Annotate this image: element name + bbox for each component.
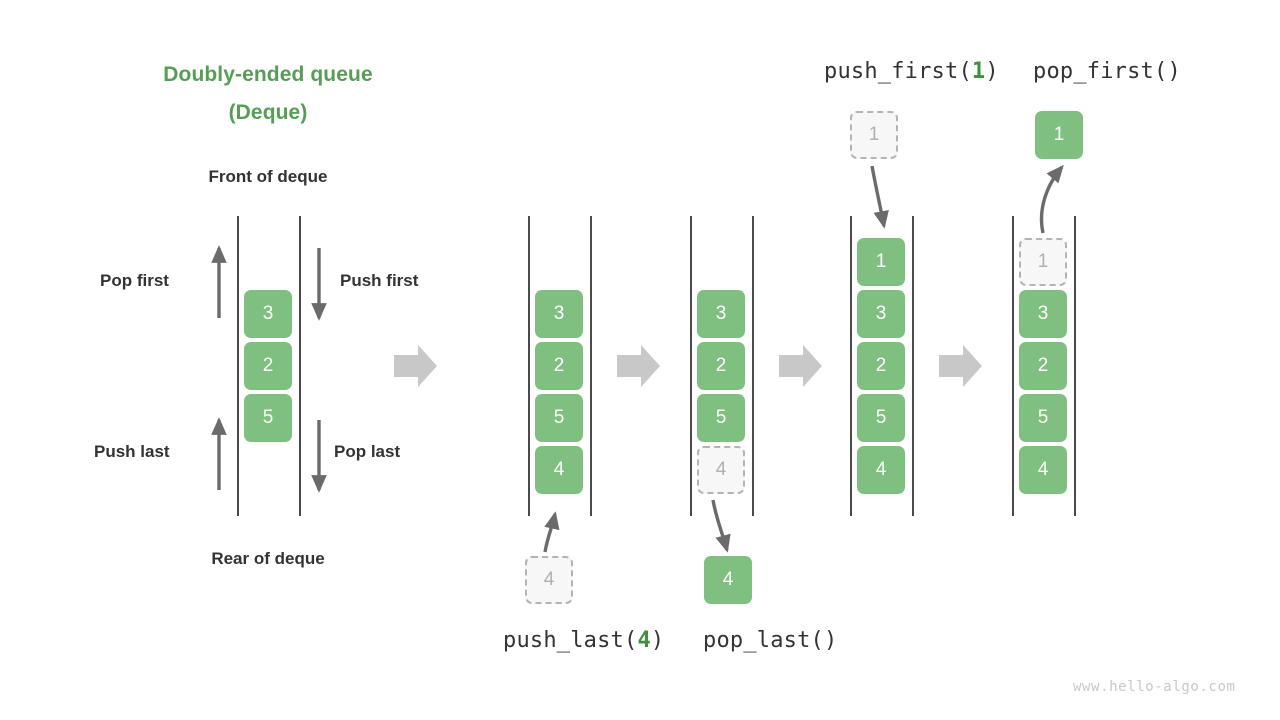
front-of-deque-label: Front of deque [208, 167, 328, 186]
deque-cell: 1 [857, 238, 905, 286]
op-arg: 4 [637, 628, 651, 653]
incoming-element-ghost: 4 [525, 556, 573, 604]
deque-rail-right [590, 216, 592, 516]
deque-cell-ghost: 1 [1019, 238, 1067, 286]
deque-cell: 5 [535, 394, 583, 442]
popped-element: 4 [704, 556, 752, 604]
push-last-operation-caption: push_last(4) [503, 628, 664, 653]
deque-cell: 2 [244, 342, 292, 390]
pop-first-operation-caption: pop_first() [1033, 59, 1181, 84]
deque-cell: 4 [857, 446, 905, 494]
deque-cell: 2 [857, 342, 905, 390]
deque-cell-ghost: 4 [697, 446, 745, 494]
deque-cell: 5 [697, 394, 745, 442]
watermark: www.hello-algo.com [1073, 679, 1236, 695]
page-title-line1: Doubly-ended queue [163, 63, 373, 86]
incoming-element-ghost: 1 [850, 111, 898, 159]
deque-cell: 5 [244, 394, 292, 442]
op-arg: 1 [971, 59, 986, 84]
push-first-operation-caption: push_first(1) [824, 59, 999, 84]
transition-arrow-icon [617, 345, 660, 387]
rear-of-deque-label: Rear of deque [211, 549, 325, 568]
push-first-flow-arrow-icon [870, 165, 889, 229]
deque-cell: 2 [697, 342, 745, 390]
deque-rail-left [850, 216, 852, 516]
push-last-label: Push last [94, 442, 170, 461]
deque-rail-right [912, 216, 914, 516]
deque-rail-right [1074, 216, 1076, 516]
op-close: ) [985, 59, 999, 84]
popped-element: 1 [1035, 111, 1083, 159]
pop-first-label: Pop first [100, 271, 169, 290]
pop-last-operation-caption: pop_last() [703, 628, 838, 653]
deque-rail-right [752, 216, 754, 516]
push-first-label: Push first [340, 271, 419, 290]
page-title: Doubly-ended queue (Deque) [148, 56, 388, 132]
deque-cell: 3 [1019, 290, 1067, 338]
deque-cell: 4 [535, 446, 583, 494]
page-title-line2: (Deque) [228, 101, 308, 124]
deque-cell: 3 [857, 290, 905, 338]
deque-cell: 3 [697, 290, 745, 338]
deque-cell: 5 [1019, 394, 1067, 442]
deque-cell: 2 [535, 342, 583, 390]
deque-rail-left [528, 216, 530, 516]
deque-cell: 2 [1019, 342, 1067, 390]
deque-rail-right [299, 216, 301, 516]
transition-arrow-icon [939, 345, 982, 387]
op-close: ) [650, 628, 665, 653]
op-name: push_last( [503, 628, 638, 653]
deque-cell: 5 [857, 394, 905, 442]
deque-rail-left [237, 216, 239, 516]
deque-rail-left [1012, 216, 1014, 516]
deque-cell: 4 [1019, 446, 1067, 494]
deque-cell: 3 [535, 290, 583, 338]
transition-arrow-icon [779, 345, 822, 387]
transition-arrow-icon [394, 345, 437, 387]
op-name: push_first( [824, 59, 972, 84]
pop-first-flow-arrow-icon [1039, 164, 1064, 234]
deque-rail-left [690, 216, 692, 516]
deque-cell: 3 [244, 290, 292, 338]
push-last-flow-arrow-icon [543, 511, 560, 553]
pop-last-label: Pop last [334, 442, 401, 461]
pop-last-flow-arrow-icon [711, 499, 731, 553]
